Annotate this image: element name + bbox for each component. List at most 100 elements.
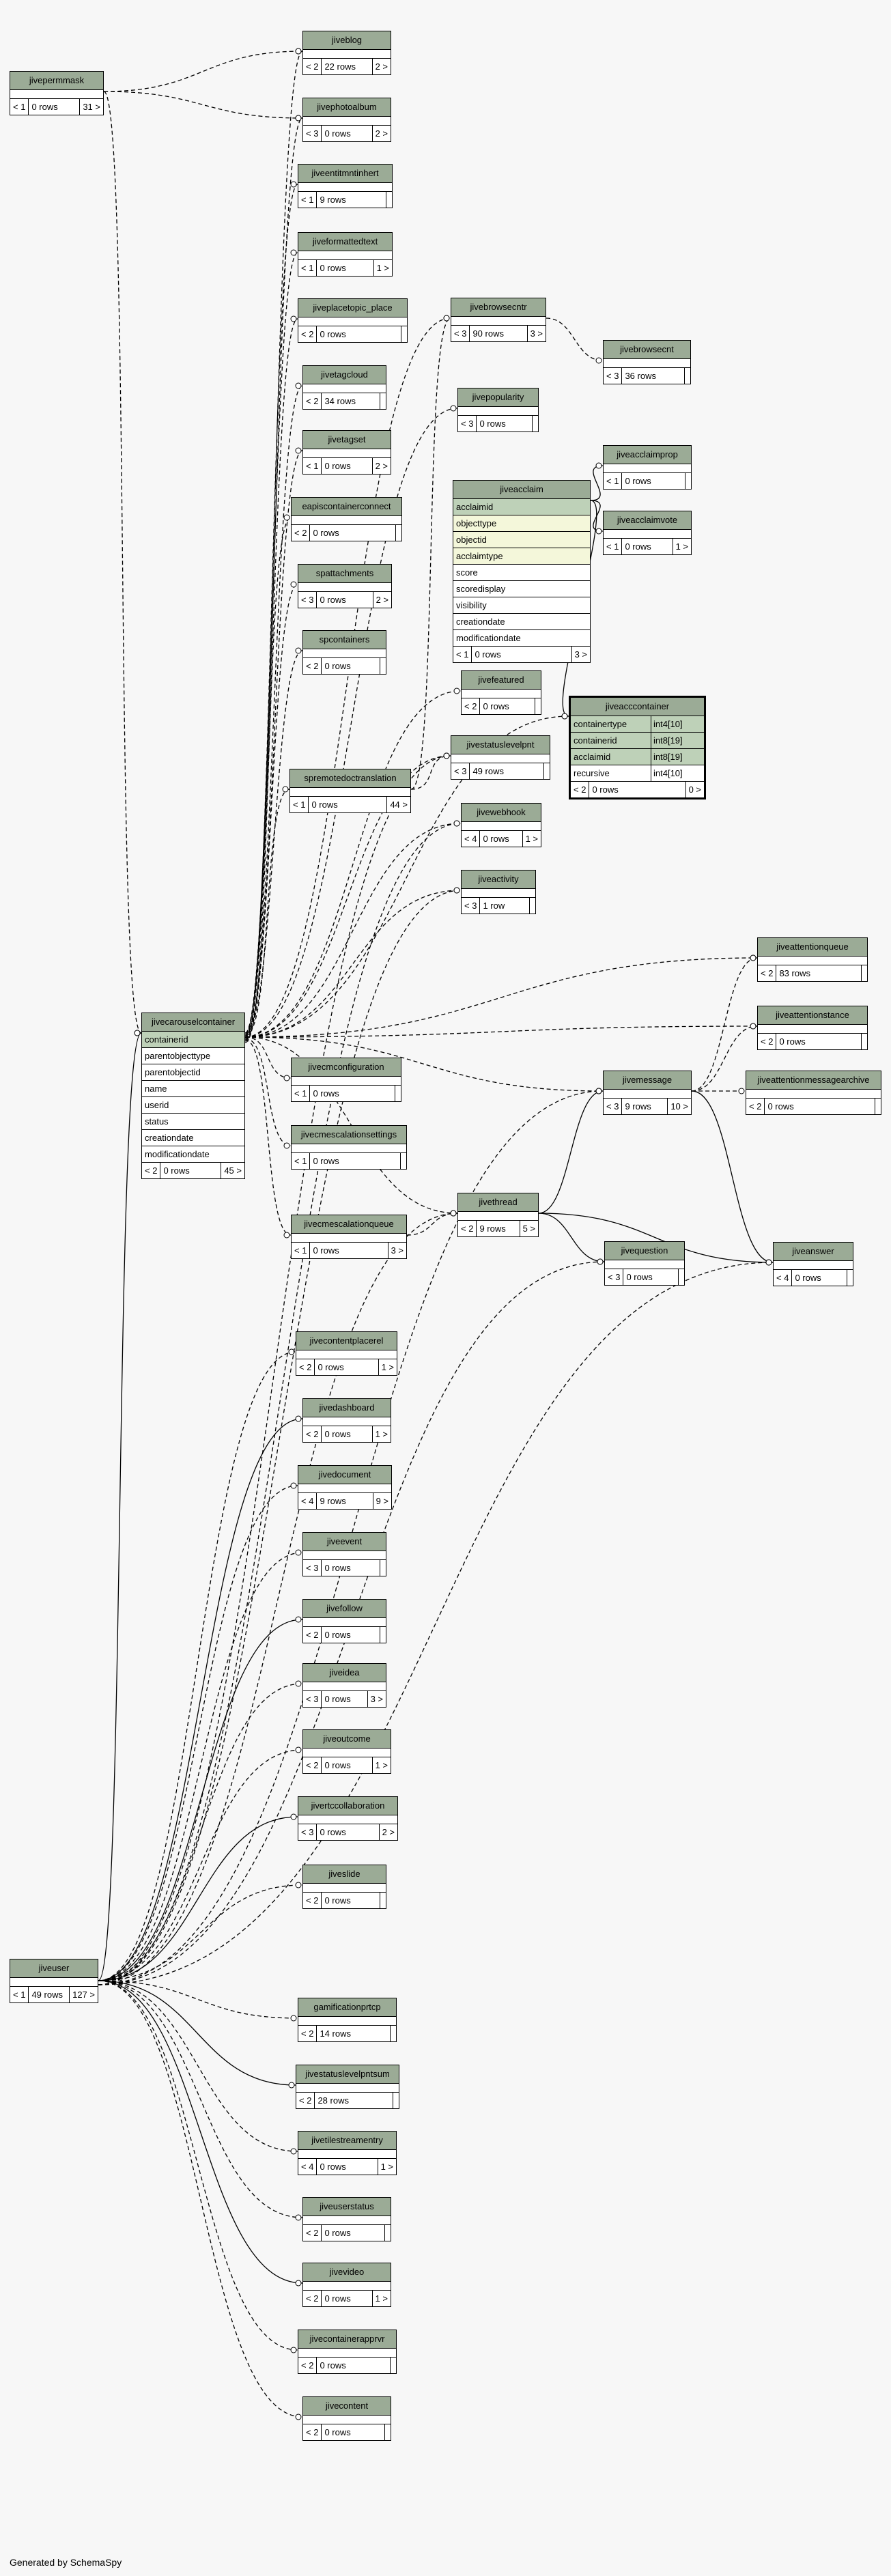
row-count[interactable]: 0 rows	[765, 1099, 875, 1114]
table-name[interactable]: jiveacclaimvote	[604, 511, 691, 530]
row-count[interactable]: 49 rows	[470, 763, 544, 779]
child-count[interactable]: 2 >	[375, 461, 388, 471]
parent-count[interactable]: < 2	[458, 1221, 477, 1236]
parent-count[interactable]: < 2	[746, 1099, 765, 1114]
row-count[interactable]: 0 rows	[776, 1034, 862, 1049]
row-count[interactable]: 0 rows	[160, 1163, 222, 1178]
child-count[interactable]: 10 >	[670, 1101, 688, 1112]
child-count[interactable]	[401, 1153, 406, 1169]
parent-count[interactable]: < 2	[292, 525, 311, 541]
table-name[interactable]: jiveattentionqueue	[758, 938, 867, 957]
parent-count[interactable]: < 3	[605, 1269, 624, 1285]
parent-count[interactable]: < 2	[298, 2026, 317, 2041]
child-count[interactable]: 31 >	[83, 102, 100, 112]
child-count[interactable]: 1 >	[375, 1429, 388, 1439]
row-count[interactable]: 83 rows	[776, 965, 862, 981]
table-name[interactable]: jiveattentionstance	[758, 1006, 867, 1025]
row-count[interactable]: 36 rows	[622, 368, 685, 384]
table-name[interactable]: jivethread	[458, 1193, 538, 1212]
child-count[interactable]: 2 >	[382, 1827, 395, 1837]
parent-count[interactable]: < 1	[10, 99, 29, 115]
child-count[interactable]	[380, 1560, 386, 1576]
child-count[interactable]	[862, 1034, 867, 1049]
child-count[interactable]	[385, 2225, 391, 2241]
table-name[interactable]: spattachments	[298, 565, 391, 583]
parent-count[interactable]: < 2	[758, 1034, 777, 1049]
parent-count[interactable]: < 1	[290, 797, 309, 812]
table-name[interactable]: jivebrowsecnt	[604, 341, 690, 359]
table-name[interactable]: jivecontentplacerel	[296, 1332, 397, 1350]
table-name[interactable]: jiveevent	[303, 1533, 386, 1551]
child-count[interactable]	[380, 393, 386, 409]
table-name[interactable]: jivetilestreamentry	[298, 2132, 396, 2150]
table-name[interactable]: jiveacclaimprop	[604, 446, 691, 464]
row-count[interactable]: 0 rows	[623, 1269, 679, 1285]
row-count[interactable]: 0 rows	[480, 831, 523, 847]
table-name[interactable]: jivebrowsecntr	[451, 298, 546, 317]
child-count[interactable]	[679, 1269, 684, 1285]
child-count[interactable]: 127 >	[72, 1990, 95, 2000]
child-count[interactable]: 3 >	[391, 1245, 404, 1256]
parent-count[interactable]: < 1	[303, 458, 322, 474]
parent-count[interactable]: < 4	[298, 1493, 317, 1509]
parent-count[interactable]: < 3	[298, 592, 317, 608]
table-name[interactable]: jiveentitmntinhert	[298, 165, 392, 183]
row-count[interactable]: 0 rows	[322, 1893, 380, 1908]
child-count[interactable]	[862, 965, 867, 981]
row-count[interactable]: 0 rows	[472, 647, 572, 662]
table-name[interactable]: eapiscontainerconnect	[292, 498, 401, 516]
table-name[interactable]: jivestatuslevelpnt	[451, 736, 550, 754]
row-count[interactable]: 0 rows	[322, 458, 373, 474]
row-count[interactable]: 0 rows	[792, 1270, 847, 1286]
parent-count[interactable]: < 2	[142, 1163, 161, 1178]
child-count[interactable]: 1 >	[375, 1760, 388, 1770]
table-name[interactable]: jiveacccontainer	[571, 698, 704, 716]
parent-count[interactable]: < 3	[604, 368, 623, 384]
table-name[interactable]: jiveuser	[10, 1959, 98, 1978]
parent-count[interactable]: < 1	[604, 473, 623, 489]
table-name[interactable]: gamificationprtcp	[298, 1998, 396, 2017]
parent-count[interactable]: < 3	[303, 1560, 322, 1576]
row-count[interactable]: 34 rows	[322, 393, 380, 409]
table-name[interactable]: spremotedoctranslation	[290, 769, 410, 788]
table-name[interactable]: jiveblog	[303, 31, 391, 50]
child-count[interactable]: 1 >	[375, 2293, 388, 2304]
parent-count[interactable]: < 4	[774, 1270, 793, 1286]
child-count[interactable]: 0 >	[688, 784, 701, 795]
row-count[interactable]: 0 rows	[322, 126, 373, 141]
table-name[interactable]: jivecmescalationqueue	[292, 1215, 406, 1234]
child-count[interactable]	[533, 416, 538, 431]
child-count[interactable]: 5 >	[522, 1223, 535, 1234]
row-count[interactable]: 0 rows	[322, 1691, 368, 1707]
row-count[interactable]: 0 rows	[322, 1627, 380, 1643]
row-count[interactable]: 0 rows	[322, 1757, 373, 1773]
parent-count[interactable]: < 3	[451, 326, 470, 341]
child-count[interactable]	[393, 2093, 399, 2108]
parent-count[interactable]: < 2	[298, 326, 317, 342]
table-name[interactable]: jivefollow	[303, 1600, 386, 1618]
parent-count[interactable]: < 3	[604, 1099, 623, 1114]
parent-count[interactable]: < 3	[303, 126, 322, 141]
table-name[interactable]: jivedashboard	[303, 1399, 391, 1417]
